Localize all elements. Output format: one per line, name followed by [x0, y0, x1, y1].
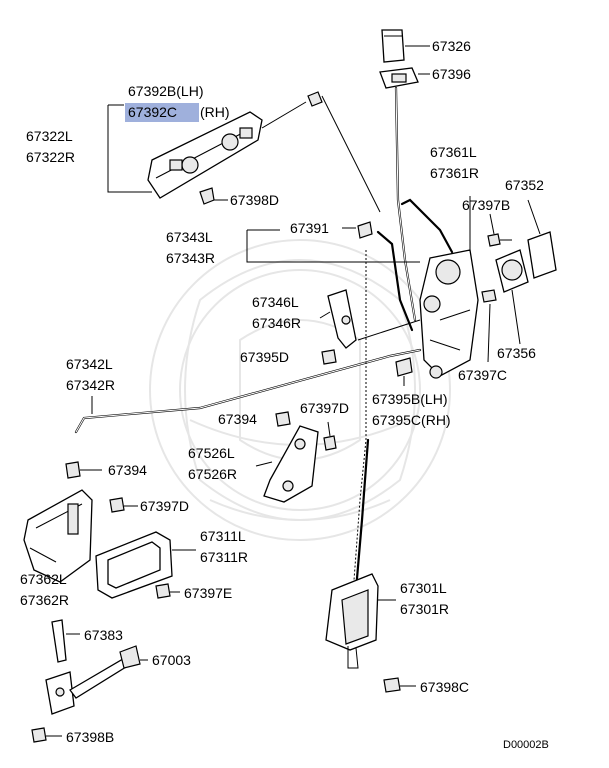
- part-67394-clip-lower: [65, 461, 102, 479]
- label-67383[interactable]: 67383: [84, 627, 123, 643]
- part-67362-inner-handle: [23, 489, 93, 583]
- part-67383-pin: [51, 619, 80, 663]
- label-67361l[interactable]: 67361L: [430, 144, 477, 160]
- label-67397b[interactable]: 67397B: [462, 197, 510, 213]
- part-67397c-screw: [481, 289, 497, 363]
- label-67392c-suffix[interactable]: (RH): [200, 104, 230, 120]
- part-67301-actuator: [325, 573, 396, 669]
- label-67392c-number[interactable]: 67392C: [128, 104, 177, 120]
- label-67397c[interactable]: 67397C: [458, 367, 507, 383]
- label-67396[interactable]: 67396: [432, 66, 471, 82]
- label-67397d-lower[interactable]: 67397D: [140, 498, 189, 514]
- label-67311l[interactable]: 67311L: [200, 528, 246, 544]
- label-67352[interactable]: 67352: [505, 177, 544, 193]
- label-67394-lower[interactable]: 67394: [108, 462, 147, 478]
- label-67362r[interactable]: 67362R: [20, 592, 69, 608]
- label-67342r[interactable]: 67342R: [66, 377, 115, 393]
- part-67326-cap: [381, 29, 430, 63]
- part-67352-gasket: [527, 199, 557, 279]
- label-67398c[interactable]: 67398C: [420, 679, 469, 695]
- label-67362l[interactable]: 67362L: [20, 571, 67, 587]
- label-67003[interactable]: 67003: [152, 652, 191, 668]
- part-67398b-bolt: [31, 727, 62, 743]
- part-67398c-bolt: [383, 677, 416, 693]
- label-67398d[interactable]: 67398D: [230, 192, 279, 208]
- label-67391[interactable]: 67391: [290, 220, 329, 236]
- label-67322l[interactable]: 67322L: [26, 128, 73, 144]
- label-67398b[interactable]: 67398B: [66, 729, 114, 745]
- label-67343r[interactable]: 67343R: [166, 250, 215, 266]
- label-67346r[interactable]: 67346R: [252, 315, 301, 331]
- label-67394-upper[interactable]: 67394: [218, 411, 257, 427]
- label-67311r[interactable]: 67311R: [200, 549, 248, 565]
- label-67361r[interactable]: 67361R: [430, 165, 479, 181]
- label-67395b[interactable]: 67395B(LH): [372, 391, 448, 407]
- label-67392b[interactable]: 67392B(LH): [128, 83, 204, 99]
- part-67396-cylinder: [379, 67, 430, 89]
- label-67526r[interactable]: 67526R: [188, 466, 237, 482]
- part-67346-bracket: [319, 289, 357, 349]
- label-67526l[interactable]: 67526L: [188, 445, 235, 461]
- part-67392-clip: [261, 91, 323, 129]
- watermark-emblem: [149, 239, 451, 541]
- part-67397d-screw-upper: [323, 421, 337, 451]
- label-67301l[interactable]: 67301L: [400, 580, 447, 596]
- label-67395d[interactable]: 67395D: [240, 349, 289, 365]
- label-67397e[interactable]: 67397E: [184, 585, 232, 601]
- part-67356-striker: [495, 249, 529, 345]
- label-67397d-upper[interactable]: 67397D: [300, 400, 349, 416]
- part-67322-outer-handle: [107, 104, 263, 199]
- part-67398d-bolt: [199, 187, 228, 205]
- label-67395c[interactable]: 67395C(RH): [372, 412, 451, 428]
- part-67397e-screw: [155, 583, 180, 599]
- label-67326[interactable]: 67326: [432, 38, 471, 54]
- label-67301r[interactable]: 67301R: [400, 601, 449, 617]
- label-67346l[interactable]: 67346L: [252, 294, 299, 310]
- part-67395b-clip: [395, 357, 413, 386]
- label-67343l[interactable]: 67343L: [166, 229, 213, 245]
- part-67397d-screw-lower: [109, 497, 138, 513]
- highlight-67392c: [125, 103, 199, 122]
- label-67356[interactable]: 67356: [497, 345, 536, 361]
- part-67526-bracket: [255, 425, 319, 503]
- part-67391-clip: [342, 221, 373, 239]
- diagram-id: D00002B: [503, 739, 549, 751]
- label-67342l[interactable]: 67342L: [66, 356, 113, 372]
- label-67322r[interactable]: 67322R: [26, 149, 75, 165]
- part-67395d-clip: [321, 349, 337, 365]
- part-67394-clip-upper: [275, 411, 291, 427]
- part-67397b-screw: [487, 213, 512, 247]
- part-67311-bezel: [95, 531, 196, 599]
- part-67361-latch: [400, 196, 479, 379]
- part-67003-door-check: [45, 645, 148, 715]
